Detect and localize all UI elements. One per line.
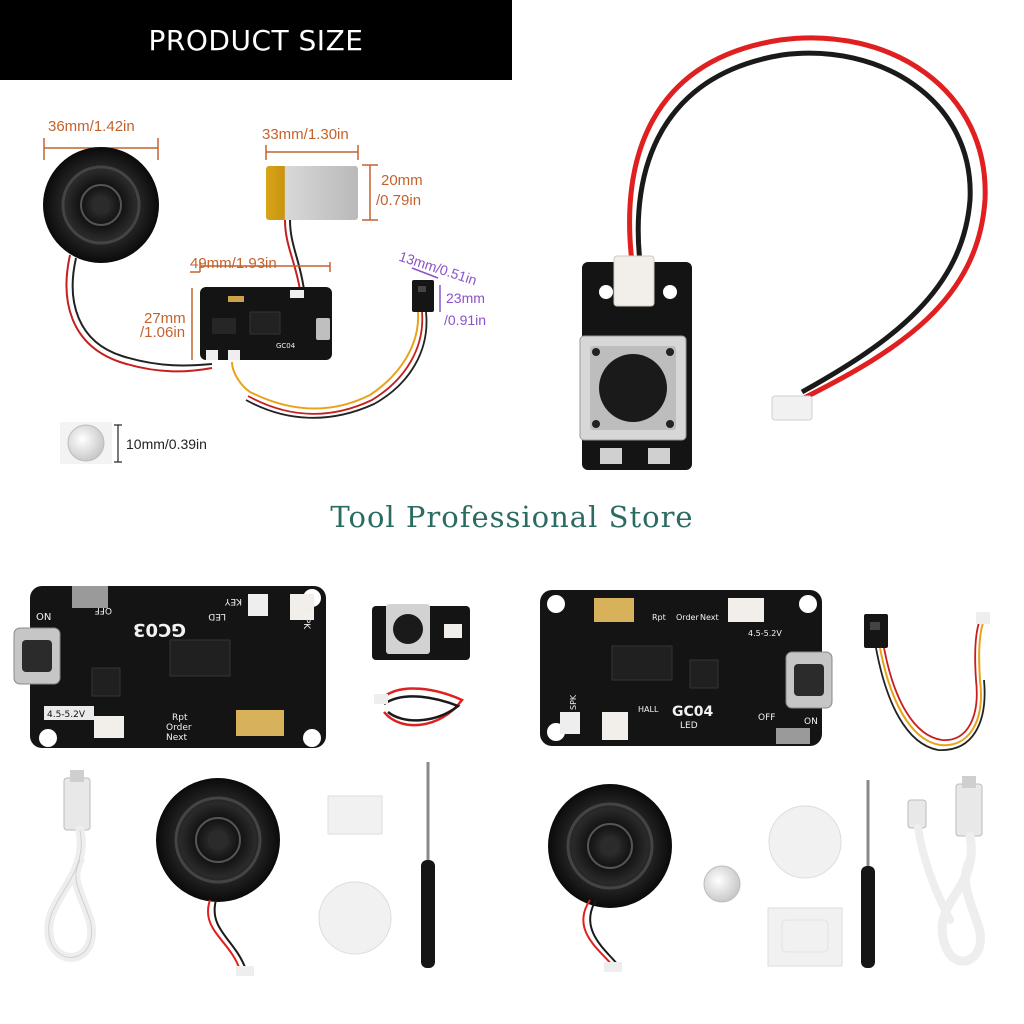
gc04-next-label: Next [700,613,719,622]
speaker-small [43,147,213,373]
battery-width-dimension: 33mm/1.30in [262,126,349,143]
hall-sensor-right [864,612,990,751]
gc04-small-model: GC04 [276,342,296,350]
magnet-right [703,865,741,903]
gc04-model-label: GC04 [672,704,714,720]
battery [265,145,378,291]
board-height-dimension-in: /1.06in [140,324,186,341]
gc04-off-label: OFF [758,713,775,723]
button-module-small [372,604,470,727]
gc03-led-label: LED [208,611,226,621]
magnet-dimension: 10mm/0.39in [126,436,207,452]
gc03-spk-label: SPK [301,612,311,630]
gc04-spk-label: SPK [569,694,578,710]
adhesive-pads-right [767,805,843,967]
button-module-large [579,35,988,470]
speaker-dimension: 36mm/1.42in [48,118,135,135]
gc04-order-label: Order [676,613,699,622]
gc03-on-label: ON [36,612,51,623]
gc04-led-label: LED [680,721,698,731]
sensor-height-dimension-mm: 23mm [446,290,485,306]
gc03-voltage-label: 4.5-5.2V [47,710,86,720]
sensor-height-dimension-in: /0.91in [444,312,487,328]
battery-height-dimension-in: /0.79in [376,192,422,209]
adhesive-pads-left [318,795,392,955]
banner-title: PRODUCT SIZE [148,23,364,57]
gc04-voltage-label: 4.5-5.2V [748,629,782,638]
gc04-board: GC04 ON OFF SPK HALL LED 4.5-5.2V Rpt Or… [540,590,833,746]
speaker-left [156,778,280,976]
gc03-model-label: GC03 [133,619,186,640]
board-height-dimension-mm: 27mm [144,310,186,327]
product-size-banner: PRODUCT SIZE [0,0,512,80]
store-watermark: Tool Professional Store [330,500,694,534]
screwdriver-right [861,780,875,968]
gc04-on-label: ON [804,717,818,727]
speaker-right [548,784,672,972]
board-width-dimension: 49mm/1.93in [190,255,277,272]
gc03-board: GC03 ON OFF KEY LED SPK 4.5-5.2V Rpt Ord… [13,586,326,748]
gc04-hall-label: HALL [638,705,659,714]
usb-cable-left [44,770,97,962]
gc04-rpt-label: Rpt [652,613,666,622]
usb-cable-right [907,776,985,966]
gc04-board-small: GC04 [190,262,332,360]
gc03-key-label: KEY [224,596,242,606]
gc03-order-label: Order [166,723,192,733]
gc03-rpt-label: Rpt [172,713,188,723]
gc03-next-label: Next [166,733,187,743]
magnet [60,422,122,464]
screwdriver-left [421,762,435,968]
hall-sensor-small [231,267,441,419]
battery-height-dimension-mm: 20mm [381,172,423,189]
gc03-off-label: OFF [95,605,112,615]
